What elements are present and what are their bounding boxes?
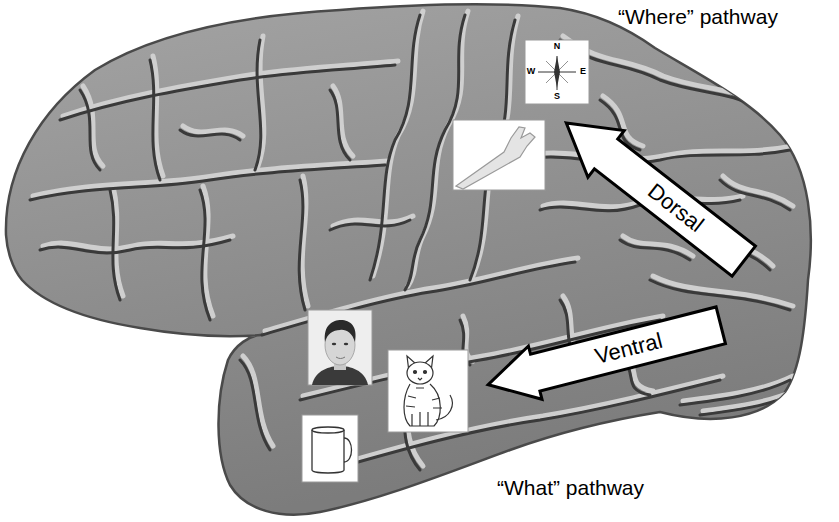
arrow-outline: [548, 100, 762, 285]
face-icon: [308, 310, 372, 385]
compass-letter: E: [580, 67, 586, 77]
compass-letter: W: [527, 67, 536, 77]
pathway-title: “What” pathway: [497, 476, 644, 499]
compass-letter: S: [554, 92, 560, 102]
cat-icon: [388, 350, 468, 432]
compass-icon: [525, 40, 589, 104]
compass-letter: N: [554, 42, 561, 52]
arm-icon: [453, 120, 545, 190]
brain-outline: [6, 4, 811, 514]
mug-icon: [302, 415, 358, 482]
gyri: [30, 11, 793, 470]
arrow-outline: [481, 299, 727, 412]
pathway-title: “Where” pathway: [618, 5, 778, 28]
